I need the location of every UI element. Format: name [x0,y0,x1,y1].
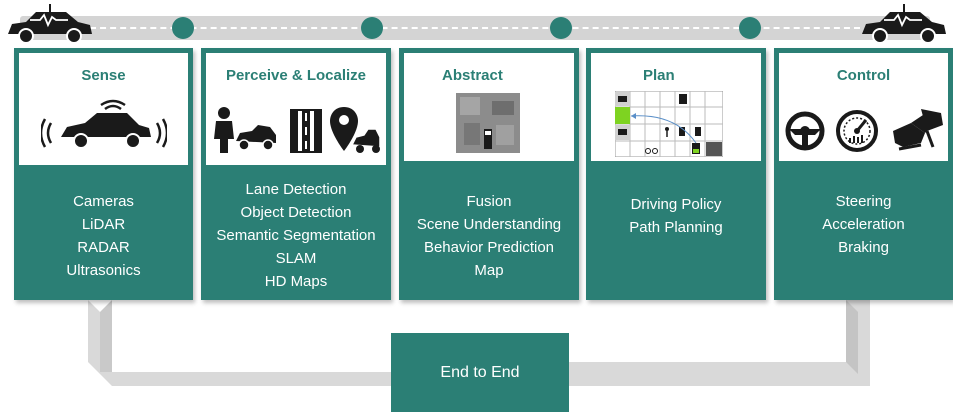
panel-plan-items: Driving Policy Path Planning [586,193,766,239]
panel-abstract-items: Fusion Scene Understanding Behavior Pred… [399,190,579,282]
brake-pedal-icon [893,109,943,151]
planning-grid-icon [615,91,723,157]
panel-sense-image: Sense [19,53,188,165]
list-item: Ultrasonics [66,262,141,279]
timeline-node-3 [550,17,572,39]
panel-plan-title: Plan [643,67,675,84]
car-sensor-icon [41,99,167,149]
occupancy-grid-icon [456,93,520,153]
panel-sense-items: Cameras LiDAR RADAR Ultrasonics [14,190,193,282]
panel-sense-title: Sense [81,67,126,84]
list-item: Steering [835,193,892,210]
panel-control-image: Control [779,53,948,161]
steering-wheel-icon [785,111,825,151]
list-item: Behavior Prediction [423,239,555,256]
list-item: LiDAR [81,216,126,233]
panel-sense: Sense Cameras LiDAR RADAR Ultrasonics [14,48,193,300]
road-lanes-icon [290,109,322,153]
panel-abstract: Abstract Fusion Scene Understanding Beha… [399,48,579,300]
location-pin-car-icon [330,107,381,153]
list-item: Path Planning [629,219,723,236]
panel-abstract-title: Abstract [442,67,503,84]
speedometer-icon [836,110,878,152]
list-item: Driving Policy [630,196,722,213]
end-car-icon [862,4,946,44]
timeline-dashes [90,27,860,29]
list-item: Lane Detection [245,181,347,198]
pedestrian-car-icon [214,107,276,153]
timeline-node-1 [172,17,194,39]
panel-perceive-items: Lane Detection Object Detection Semantic… [201,178,391,293]
panel-perceive-title: Perceive & Localize [225,67,367,84]
panel-control-title: Control [836,67,891,84]
timeline-node-4 [739,17,761,39]
list-item: Scene Understanding [416,216,562,233]
list-item: Map [474,262,504,279]
panel-perceive-image: Perceive & Localize [206,53,386,165]
end-to-end-label: End to End [440,363,520,381]
list-item: Braking [838,239,889,256]
list-item: Acceleration [822,216,905,233]
list-item: SLAM [275,250,317,267]
list-item: Fusion [466,193,512,210]
list-item: Semantic Segmentation [216,227,376,244]
panel-control: Control Steering Acceleration Bra [774,48,953,300]
list-item: RADAR [77,239,130,256]
list-item: HD Maps [264,273,328,290]
list-item: Cameras [73,193,134,210]
list-item: Object Detection [240,204,352,221]
timeline-node-2 [361,17,383,39]
panel-control-items: Steering Acceleration Braking [774,190,953,259]
end-to-end-box: End to End [391,333,569,412]
panel-plan-image: Plan [591,53,761,161]
panel-abstract-image: Abstract [404,53,574,161]
panel-plan: Plan [586,48,766,300]
start-car-icon [8,4,92,44]
panel-perceive: Perceive & Localize Lane Detection Objec… [201,48,391,300]
